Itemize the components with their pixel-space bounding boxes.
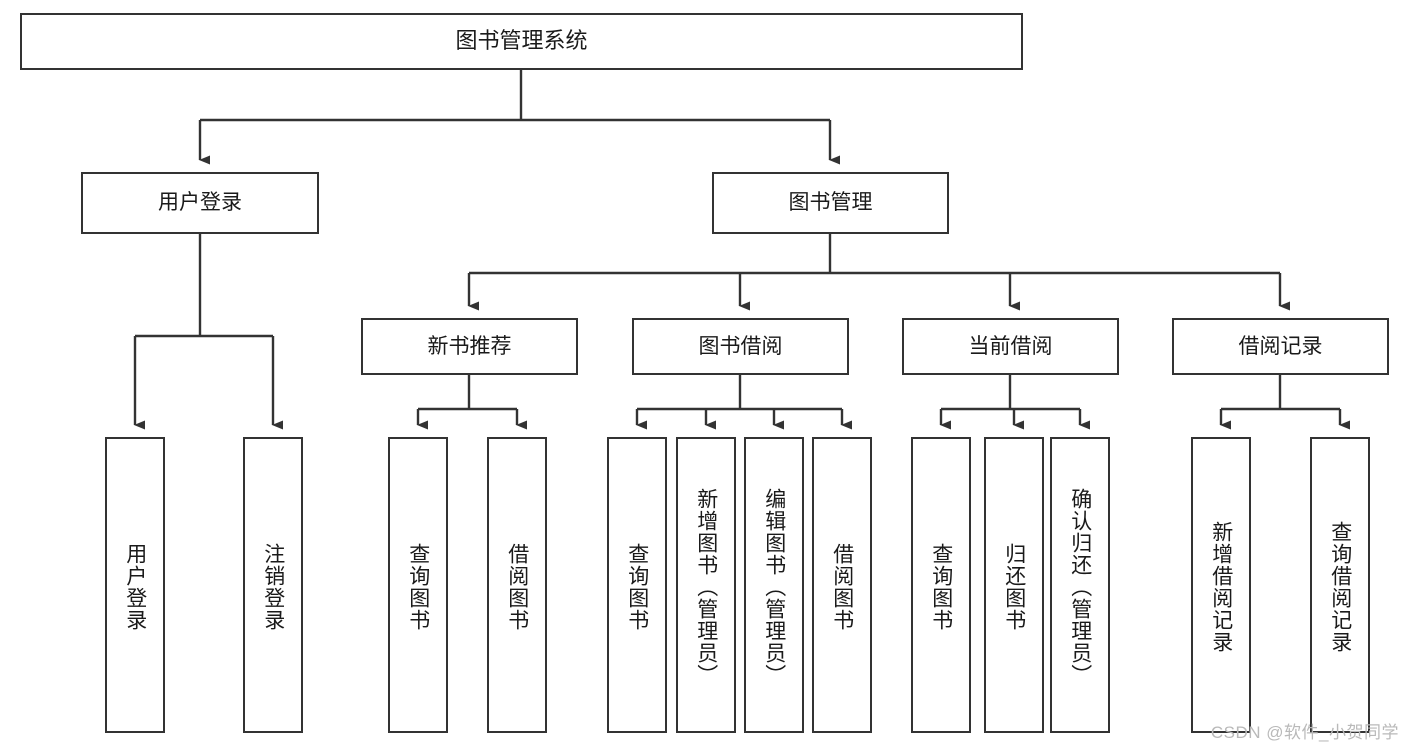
node-book-borrow[interactable]: 图书借阅 (632, 318, 849, 375)
leaf-node[interactable]: 注销登录 (243, 437, 303, 733)
leaf-node[interactable]: 借阅图书 (812, 437, 872, 733)
leaf-node[interactable]: 确认归还（管理员） (1050, 437, 1110, 733)
leaf-node[interactable]: 查询图书 (607, 437, 667, 733)
leaf-node[interactable]: 查询借阅记录 (1310, 437, 1370, 733)
leaf-node[interactable]: 查询图书 (388, 437, 448, 733)
node-root[interactable]: 图书管理系统 (20, 13, 1023, 70)
leaf-node[interactable]: 查询图书 (911, 437, 971, 733)
leaf-node[interactable]: 用户登录 (105, 437, 165, 733)
edges (133, 70, 1350, 430)
leaf-node[interactable]: 归还图书 (984, 437, 1044, 733)
leaf-node[interactable]: 编辑图书（管理员） (744, 437, 804, 733)
node-user-login[interactable]: 用户登录 (81, 172, 319, 234)
leaf-node[interactable]: 新增借阅记录 (1191, 437, 1251, 733)
watermark: CSDN @软件_小贺同学 (1210, 723, 1399, 742)
node-book-management[interactable]: 图书管理 (712, 172, 949, 234)
leaf-node[interactable]: 借阅图书 (487, 437, 547, 733)
node-new-book-recommend[interactable]: 新书推荐 (361, 318, 578, 375)
node-borrow-record[interactable]: 借阅记录 (1172, 318, 1389, 375)
node-current-borrow[interactable]: 当前借阅 (902, 318, 1119, 375)
leaf-node[interactable]: 新增图书（管理员） (676, 437, 736, 733)
